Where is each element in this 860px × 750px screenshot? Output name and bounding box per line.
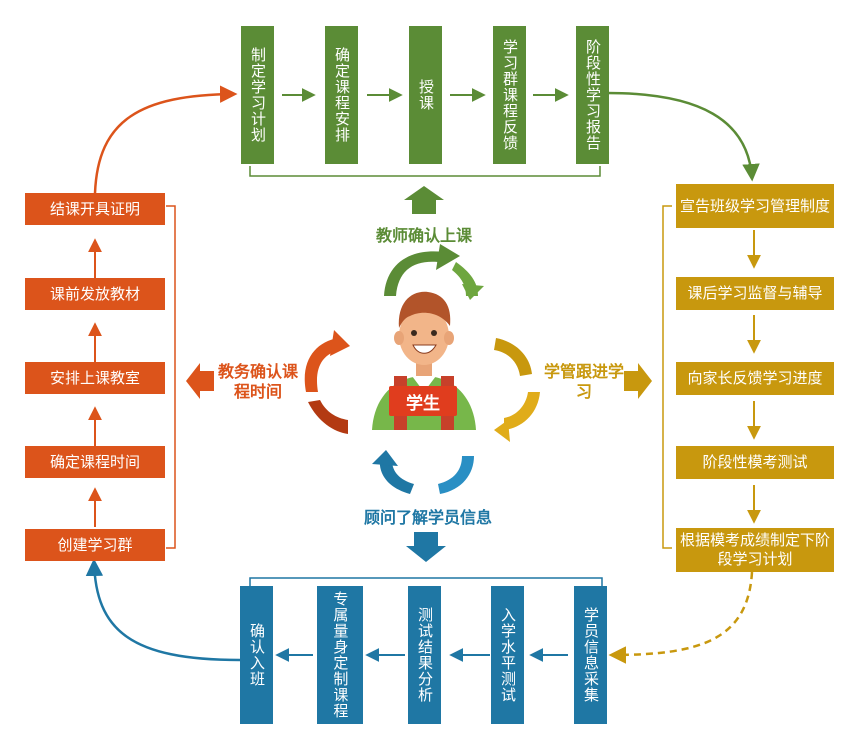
advisor-info-label: 顾问了解学员信息 [363, 508, 492, 527]
step-distribute-materials: 课前发放教材 [25, 278, 165, 310]
step-create-study-group: 创建学习群 [25, 529, 165, 561]
step-stage-study-report: 阶段性学习报告 [576, 26, 609, 164]
step-issue-certificate: 结课开具证明 [25, 193, 165, 225]
top-bracket [249, 166, 601, 177]
green-swoosh-arrows [384, 244, 484, 300]
right-to-bottom-dashed [608, 571, 754, 664]
top-to-right-curve [606, 91, 760, 182]
step-confirm-course-time: 确定课程时间 [25, 446, 165, 478]
right-bracket [662, 205, 672, 549]
academic-confirm-label: 教务确认课程时间 [218, 362, 299, 401]
bottom-to-left-curve [85, 558, 241, 662]
gold-swoosh-arrows [494, 338, 540, 442]
step-custom-course: 专属量身定制课程 [317, 586, 363, 724]
step-feedback-to-parents: 向家长反馈学习进度 [676, 362, 834, 395]
blue-down-block-arrow [406, 532, 446, 562]
bottom-bracket [249, 577, 603, 588]
step-arrange-classroom: 安排上课教室 [25, 362, 165, 394]
step-next-stage-plan: 根据模考成绩制定下阶段学习计划 [676, 528, 834, 572]
step-mock-exam: 阶段性模考测试 [676, 446, 834, 479]
green-up-block-arrow [404, 186, 444, 214]
gold-right-block-arrow [624, 363, 652, 399]
step-make-study-plan: 制定学习计划 [241, 26, 274, 164]
blue-swoosh-arrows [372, 450, 474, 494]
step-confirm-enrollment: 确认入班 [240, 586, 273, 724]
orange-left-block-arrow [186, 363, 214, 399]
step-student-info-collection: 学员信息采集 [574, 586, 607, 724]
step-teaching: 授课 [409, 26, 442, 164]
step-confirm-course-schedule: 确定课程安排 [325, 26, 358, 164]
teacher-confirm-label: 教师确认上课 [375, 226, 472, 245]
student-badge: 学生 [389, 386, 457, 416]
step-after-class-supervision: 课后学习监督与辅导 [676, 277, 834, 310]
step-placement-test: 入学水平测试 [491, 586, 524, 724]
left-to-top-curve [93, 85, 238, 194]
step-test-result-analysis: 测试结果分析 [408, 586, 441, 724]
left-bracket [166, 205, 176, 549]
step-study-group-feedback: 学习群课程反馈 [493, 26, 526, 164]
step-announce-class-rules: 宣告班级学习管理制度 [676, 184, 834, 228]
manager-follow-label: 学管跟进学习 [544, 362, 625, 401]
orange-swoosh-arrows [304, 330, 350, 434]
